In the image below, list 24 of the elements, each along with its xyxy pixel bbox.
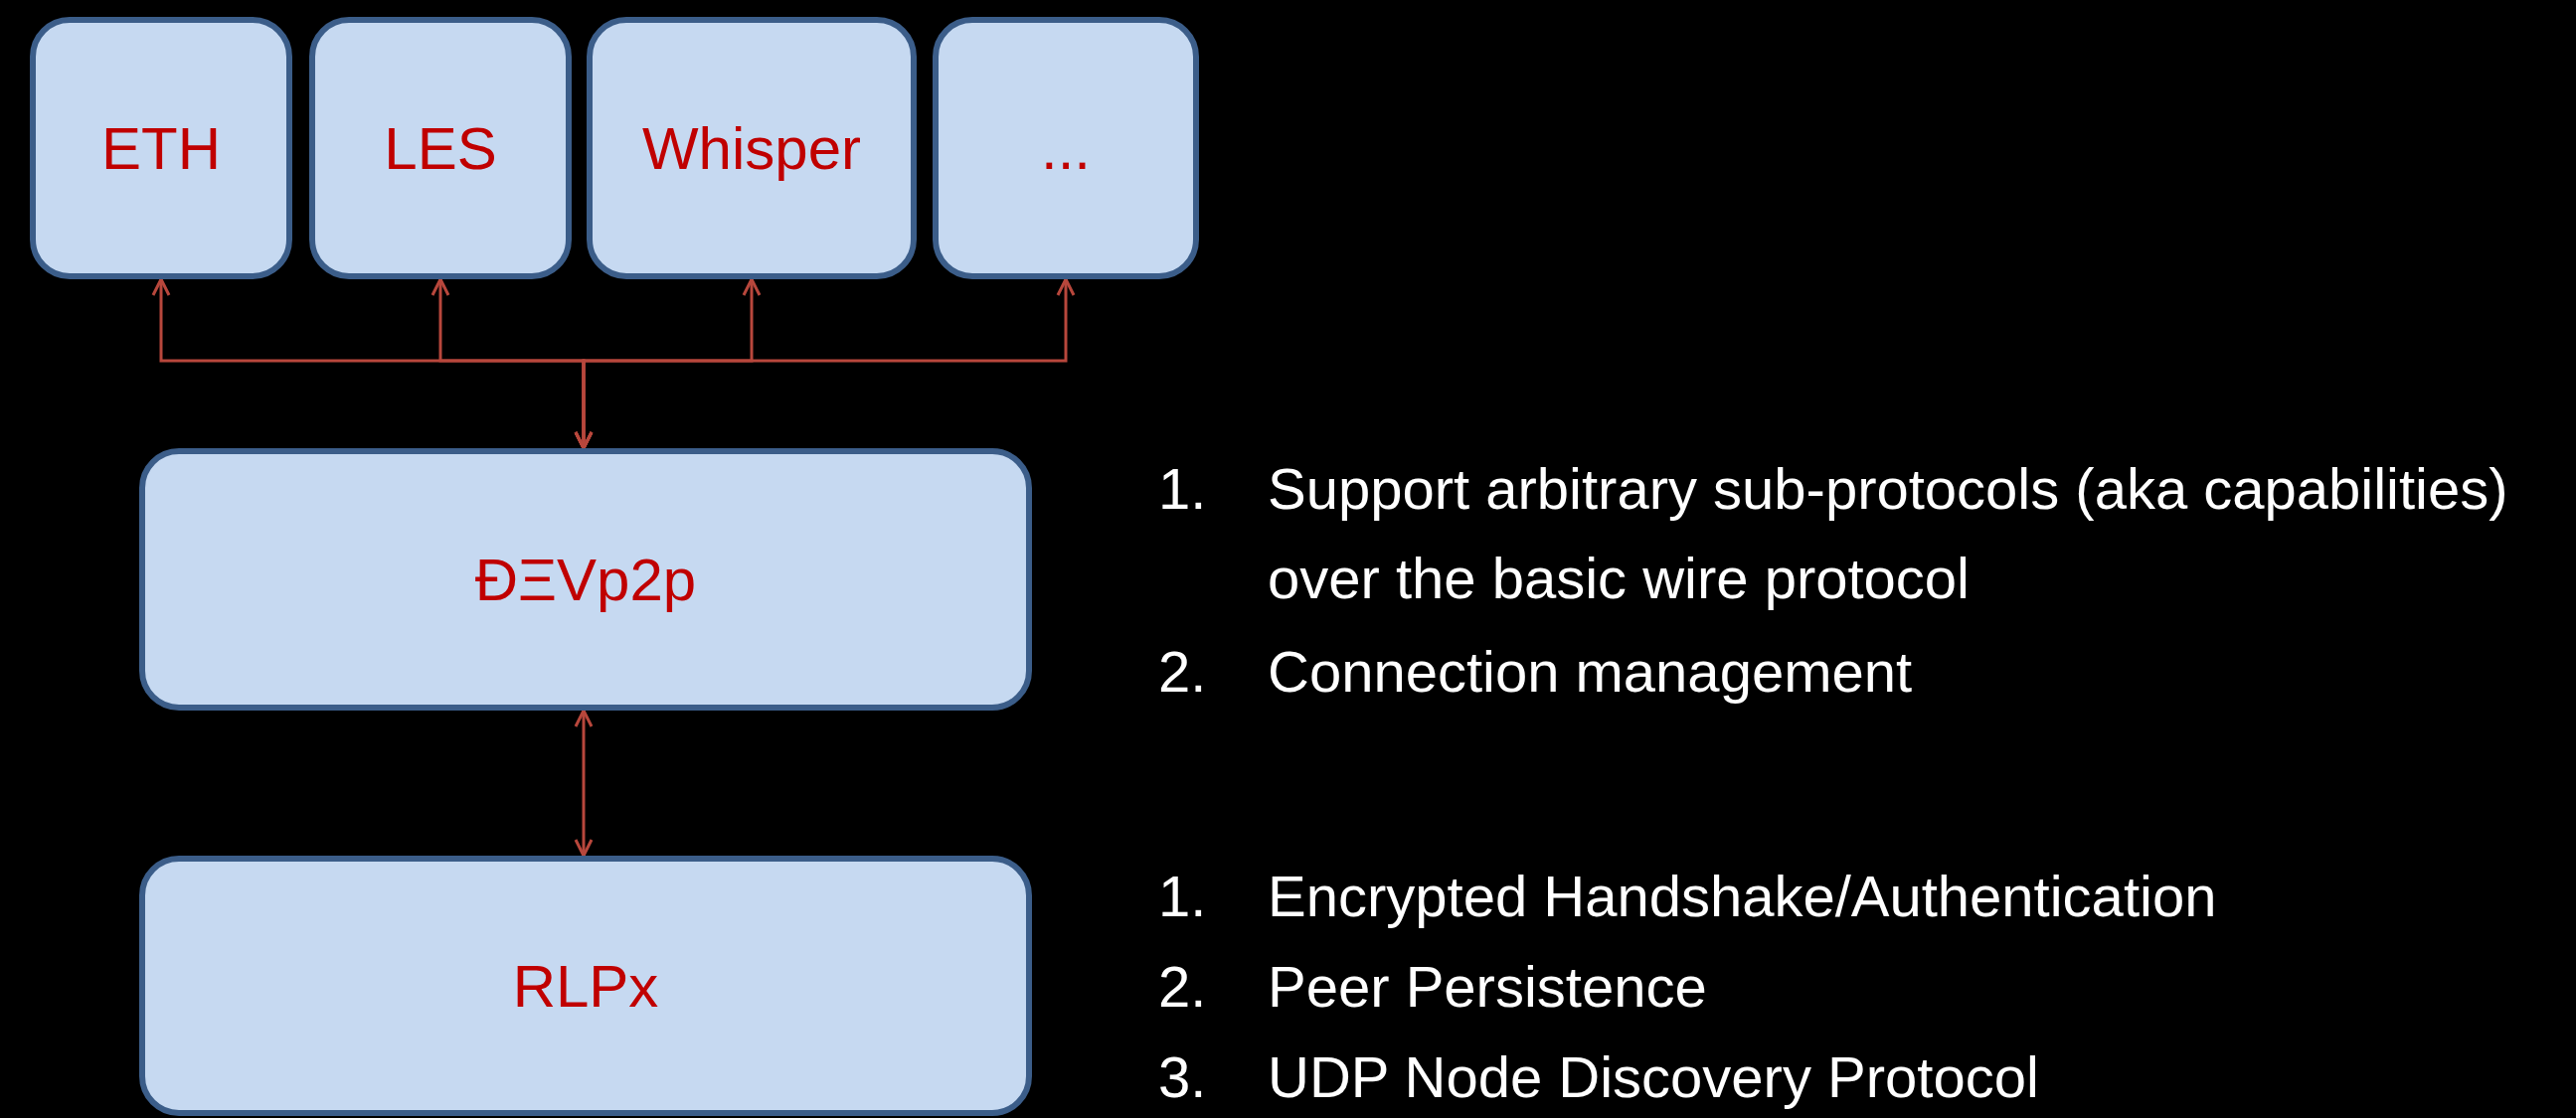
protocol-box (933, 17, 1199, 279)
box-label: RLPx (512, 951, 659, 1021)
list-item: Support arbitrary sub-protocols (aka capabilities) over the basic wire protocol (1268, 455, 2509, 612)
layer-box (139, 856, 1032, 1116)
box-label: LES (384, 113, 497, 183)
list-number: 1. (1158, 455, 1207, 523)
list-item: Connection management (1268, 638, 1913, 706)
list-number: 1. (1158, 863, 1207, 930)
protocol-box (587, 17, 917, 279)
box-label: ... (1041, 113, 1091, 183)
protocol-box (30, 17, 292, 279)
box-label: ĐΞVp2p (474, 545, 697, 614)
list-item: Peer Persistence (1268, 953, 1707, 1021)
box-label: Whisper (641, 113, 862, 183)
layer-box (139, 448, 1032, 711)
list-number: 2. (1158, 953, 1207, 1021)
arrow (574, 277, 1076, 450)
arrow (574, 709, 594, 858)
box-label: ETH (101, 113, 221, 183)
list-item: UDP Node Discovery Protocol (1268, 1043, 2039, 1111)
protocol-box (309, 17, 572, 279)
list-number: 2. (1158, 638, 1207, 706)
list-item: Encrypted Handshake/Authentication (1268, 863, 2217, 930)
list-number: 3. (1158, 1043, 1207, 1111)
